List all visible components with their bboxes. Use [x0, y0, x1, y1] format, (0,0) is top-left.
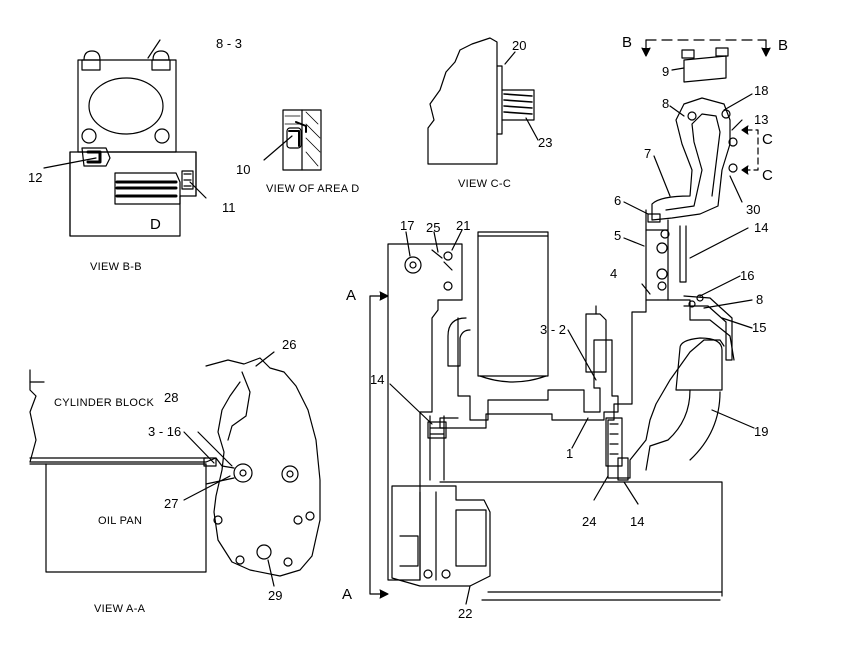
callout-24: 24: [582, 514, 596, 529]
view-area-d-drawing: [263, 109, 322, 171]
callout-8-top: 8: [662, 96, 669, 111]
callout-5: 5: [614, 228, 621, 243]
callout-14-bottom: 14: [630, 514, 644, 529]
section-a-top: A: [346, 287, 356, 304]
callout-15: 15: [752, 320, 766, 335]
callout-19: 19: [754, 424, 768, 439]
callout-3-2: 3 - 2: [540, 322, 566, 337]
callout-21: 21: [456, 218, 470, 233]
view-cc-drawing: [427, 37, 539, 165]
callout-13: 13: [754, 112, 768, 127]
callout-6: 6: [614, 193, 621, 208]
main-assembly-drawing: [369, 39, 771, 605]
area-d-letter: D: [150, 216, 161, 233]
callout-14-upper: 14: [754, 220, 768, 235]
callout-11: 11: [222, 200, 236, 215]
callout-8-lower: 8: [756, 292, 763, 307]
section-b-left: B: [622, 34, 632, 51]
label-oil-pan: OIL PAN: [98, 515, 142, 527]
callout-16: 16: [740, 268, 754, 283]
callout-8-3: 8 - 3: [216, 36, 242, 51]
caption-view-cc: VIEW C-C: [458, 178, 511, 190]
callout-29: 29: [268, 588, 282, 603]
callout-18: 18: [754, 83, 768, 98]
view-captions: VIEW B-B VIEW OF AREA D VIEW C-C VIEW A-…: [54, 178, 511, 615]
callout-4: 4: [610, 266, 617, 281]
view-aa-drawing: [29, 351, 321, 587]
section-b-right: B: [778, 37, 788, 54]
section-a-bottom: A: [342, 586, 352, 603]
callout-7: 7: [644, 146, 651, 161]
callout-30: 30: [746, 202, 760, 217]
callout-25: 25: [426, 220, 440, 235]
callout-3-16: 3 - 16: [148, 424, 181, 439]
callout-1: 1: [566, 446, 573, 461]
callout-10: 10: [236, 162, 250, 177]
callout-17: 17: [400, 218, 414, 233]
section-c-bottom: C: [762, 167, 773, 184]
callout-26: 26: [282, 337, 296, 352]
callout-22: 22: [458, 606, 472, 621]
callout-28: 28: [164, 390, 178, 405]
callout-labels: 8 - 3 12 11 10 20 23 9 18 8 13 7 30 6 14…: [28, 34, 788, 621]
caption-view-aa: VIEW A-A: [94, 603, 146, 615]
callout-23: 23: [538, 135, 552, 150]
callout-9: 9: [662, 64, 669, 79]
label-cylinder-block: CYLINDER BLOCK: [54, 397, 155, 409]
view-bb-drawing: [43, 39, 207, 237]
caption-view-bb: VIEW B-B: [90, 261, 142, 273]
section-c-top: C: [762, 131, 773, 148]
callout-20: 20: [512, 38, 526, 53]
callout-14-left: 14: [370, 372, 384, 387]
callout-27: 27: [164, 496, 178, 511]
callout-12: 12: [28, 170, 42, 185]
caption-view-area-d: VIEW OF AREA D: [266, 183, 359, 195]
